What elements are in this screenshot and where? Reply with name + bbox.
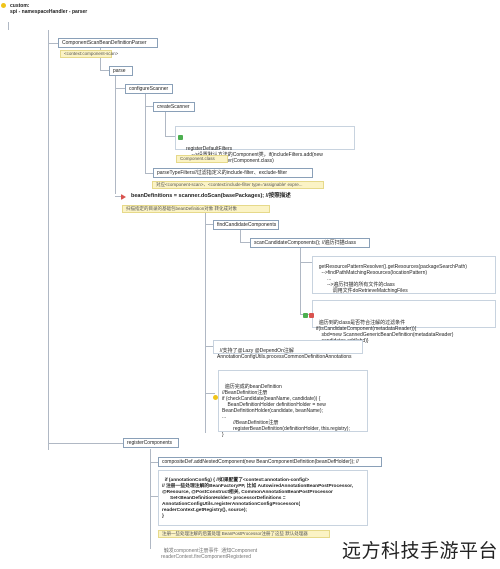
watermark-text: 远方科技手游平台	[341, 540, 498, 562]
connector	[240, 242, 250, 243]
node-label: configureScanner	[129, 86, 169, 92]
node-label: parse	[113, 68, 126, 74]
note-label: 注册一些处理注解的后置处理 BeanPostProcessor注册了这些 默认处…	[162, 531, 308, 536]
node-parse[interactable]: parse	[109, 66, 133, 76]
node-register-bean[interactable]: 遍历完成的beanDefinition //BeanDefinition注册 i…	[213, 370, 368, 438]
note-scan-tag: <context:component-scan>	[60, 50, 118, 58]
root-line-2: spi - namespaceHandler - parser	[10, 9, 88, 15]
node-label: scanCandidateComponents(); //遍历扫描class	[254, 240, 356, 246]
check-icon	[303, 313, 308, 318]
node-label: getResourcePatternResolver().getResource…	[318, 264, 467, 294]
node-parse-type-filters[interactable]: parseTypeFilters//过滤指定义的include-filter、e…	[153, 168, 313, 178]
connector	[150, 496, 158, 497]
connector	[205, 393, 215, 394]
connector	[145, 106, 153, 107]
connector	[150, 462, 158, 463]
connector	[48, 30, 49, 450]
root-line-1: custom:	[10, 3, 30, 9]
lightbulb-icon	[1, 3, 6, 8]
connector	[165, 112, 166, 136]
note-label: 扫描指定的目录的基础包beanDefinition对象 转化成对象	[126, 206, 238, 211]
connector	[115, 196, 123, 197]
note-label: 对应<component-scan>、<context:include-filt…	[156, 182, 303, 187]
connector	[240, 230, 241, 242]
connector	[115, 76, 116, 194]
node-bottom-text[interactable]: 触发component注册事件 通知Component readerContex…	[158, 541, 308, 560]
node-label: if (annotationConfig) { //如果配置了<context:…	[162, 478, 354, 519]
connector	[100, 70, 109, 71]
note-filter: 对应<component-scan>、<context:include-filt…	[152, 181, 324, 189]
connector	[205, 224, 213, 225]
note-final: 注册一些处理注解的后置处理 BeanPostProcessor注册了这些 默认处…	[158, 530, 330, 538]
note-scan: 扫描指定的目录的基础包beanDefinition对象 转化成对象	[122, 205, 270, 213]
node-scan-candidate[interactable]: scanCandidateComponents(); //遍历扫描class	[250, 238, 370, 248]
connector	[165, 136, 175, 137]
node-label: findCandidateComponents	[217, 222, 277, 228]
node-label: registerDefaultFilters -->设置默认方法的Compone…	[186, 146, 323, 164]
node-component-scan-parser[interactable]: ComponentScanBeanDefinitionParser	[58, 38, 158, 48]
node-label: ComponentScanBeanDefinitionParser	[62, 40, 147, 46]
connector	[48, 443, 123, 444]
node-register-components[interactable]: registerComponents	[123, 438, 179, 448]
note-label: <context:component-scan>	[64, 51, 119, 56]
node-bean-definitions[interactable]: beanDefinitions = scanner.doScan(basePac…	[121, 192, 323, 202]
note-label: Component.class	[180, 156, 215, 161]
node-configure-scanner[interactable]: configureScanner	[125, 84, 173, 94]
connector	[145, 93, 146, 173]
connector	[205, 346, 213, 347]
node-register-filters[interactable]: registerDefaultFilters -->设置默认方法的Compone…	[175, 126, 355, 164]
node-find-candidate[interactable]: findCandidateComponents	[213, 220, 279, 230]
connector	[100, 48, 101, 70]
connector	[145, 173, 153, 174]
node-label: compositeDef.addNestedComponent(new Bean…	[162, 459, 359, 465]
note-component-class: Component.class	[176, 155, 228, 163]
node-annotation-config[interactable]: if (annotationConfig) { //如果配置了<context:…	[158, 470, 368, 526]
node-label: beanDefinitions = scanner.doScan(basePac…	[131, 193, 291, 199]
node-label: registerComponents	[127, 440, 173, 446]
node-label: 触发component注册事件 通知Component readerContex…	[161, 548, 258, 560]
connector	[205, 213, 206, 433]
connector	[8, 22, 9, 30]
node-process-common[interactable]: //支持了@Lazy @DependOn注解 AnnotationConfigU…	[213, 340, 363, 360]
connector	[48, 43, 58, 44]
root-node[interactable]: custom: spi - namespaceHandler - parser	[1, 2, 110, 22]
node-label: //支持了@Lazy @DependOn注解 AnnotationConfigU…	[217, 348, 352, 360]
flag-icon	[121, 194, 126, 200]
arrow-icon	[178, 135, 183, 140]
stop-icon	[309, 313, 314, 318]
connector	[300, 262, 312, 263]
node-label: parseTypeFilters//过滤指定义的include-filter、e…	[157, 170, 288, 176]
node-label: 遍历完成的beanDefinition //BeanDefinition注册 i…	[222, 384, 350, 438]
node-create-scanner[interactable]: createScanner	[153, 102, 195, 112]
node-is-candidate[interactable]: 遍历到的class是否符合注解的过滤条件 if(isCandidateCompo…	[303, 300, 496, 344]
connector	[115, 88, 125, 89]
connector	[150, 449, 151, 549]
node-resource-resolver[interactable]: getResourcePatternResolver().getResource…	[312, 256, 496, 294]
node-composite-def[interactable]: compositeDef.addNestedComponent(new Bean…	[158, 457, 382, 467]
connector	[300, 248, 301, 314]
bulb-icon	[213, 395, 218, 400]
node-label: createScanner	[157, 104, 190, 110]
